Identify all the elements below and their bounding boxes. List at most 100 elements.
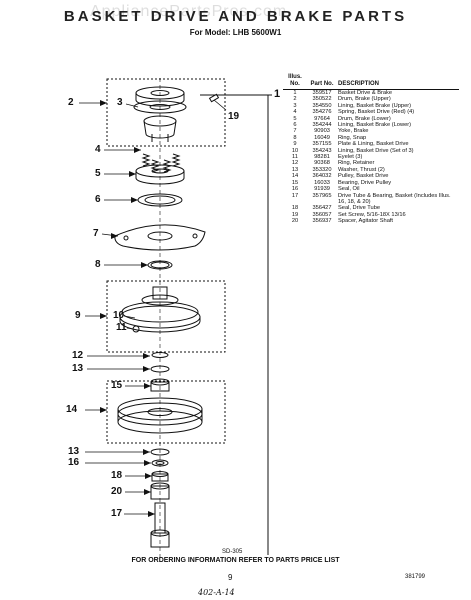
part-description: Spring, Basket Drive (Red) (4) <box>338 109 415 116</box>
illus-no: 4 <box>293 109 297 116</box>
part-description: Ring, Snap <box>338 134 367 141</box>
part-no: 356057 <box>312 211 332 218</box>
table-row: 4 354276 Spring, Basket Drive (Red) (4) <box>283 109 459 115</box>
part-no: 90368 <box>314 160 330 167</box>
illus-no: 2 <box>293 96 297 103</box>
pulley-bearing <box>150 378 170 392</box>
drive-tube <box>150 502 170 548</box>
callout-10: 10 <box>113 310 125 321</box>
header-description: DESCRIPTION <box>337 74 459 90</box>
table-row: 2 350522 Drum, Brake (Upper) <box>283 96 459 102</box>
illus-no: 14 <box>291 173 299 180</box>
part-description: Set Screw, 5/16-18X 13/16 <box>338 211 406 218</box>
part-description: Lining, Basket Brake (Lower) <box>338 122 412 129</box>
part-no: 350522 <box>312 96 332 103</box>
part-description: Lining, Basket Brake (Upper) <box>338 102 412 109</box>
table-row: 12 90368 Ring, Retainer <box>283 160 459 166</box>
illus-no: 9 <box>293 141 297 148</box>
illus-no: 19 <box>291 211 299 218</box>
thrust-washer-lower <box>150 448 170 456</box>
part-no: 356937 <box>312 218 332 225</box>
part-description: Eyelet (3) <box>338 154 363 161</box>
part-description: Ring, Retainer <box>338 160 375 167</box>
illus-no: 17 <box>291 192 299 199</box>
part-no: 353320 <box>312 166 332 173</box>
drive-plate <box>119 286 201 333</box>
callout-18: 18 <box>111 470 123 481</box>
callout-8: 8 <box>95 259 101 270</box>
table-row: 18 356427 Seal, Drive Tube <box>283 205 459 211</box>
part-no: 356427 <box>312 205 332 212</box>
watermark: AppliancePartsPros.com <box>90 3 288 20</box>
parts-table-header: Illus. No. Part No. DESCRIPTION <box>283 74 459 90</box>
page-number: 9 <box>228 573 233 582</box>
drive-tube-seal <box>151 471 169 482</box>
table-row: 19 356057 Set Screw, 5/16-18X 13/16 <box>283 212 459 218</box>
callout-13-lower: 13 <box>68 446 80 457</box>
table-row: 6 354244 Lining, Basket Brake (Lower) <box>283 122 459 128</box>
illus-no: 11 <box>292 154 298 161</box>
ordering-note: FOR ORDERING INFORMATION REFER TO PARTS … <box>131 557 340 564</box>
callout-7: 7 <box>93 228 99 239</box>
callout-6: 6 <box>95 194 101 205</box>
drive-plate-box <box>106 280 226 353</box>
part-description: Spacer, Agitator Shaft <box>338 218 394 225</box>
table-row: 9 357155 Plate & Lining, Basket Drive <box>283 141 459 147</box>
table-row: 11 98281 Eyelet (3) <box>283 154 459 160</box>
illus-no: 12 <box>291 160 299 167</box>
part-no: 354244 <box>312 122 332 129</box>
illus-no: 10 <box>291 147 299 154</box>
illus-no: 7 <box>293 128 297 135</box>
illus-no: 6 <box>293 122 297 129</box>
illus-no: 13 <box>291 166 299 173</box>
part-description: Pulley, Basket Drive <box>338 173 389 180</box>
callout-12: 12 <box>72 350 84 361</box>
oil-seal <box>151 459 169 467</box>
model-subtitle: For Model: LHB 5600W1 <box>189 28 282 37</box>
part-description: Drum, Brake (Lower) <box>338 115 391 122</box>
callout-16: 16 <box>68 457 80 468</box>
lower-brake-drum <box>135 164 185 185</box>
part-description: Drive Tube & Bearing, Basket (Includes I… <box>338 192 451 205</box>
illus-no: 16 <box>291 186 299 193</box>
illus-no: 18 <box>291 205 299 212</box>
callout-2: 2 <box>68 97 74 108</box>
callout-1: 1 <box>274 88 281 100</box>
callout-4: 4 <box>95 144 101 155</box>
illus-no: 1 <box>293 90 297 96</box>
illus-no: 3 <box>293 102 297 109</box>
retainer-ring <box>151 352 169 358</box>
drive-hub <box>143 115 177 142</box>
part-description: Plate & Lining, Basket Drive <box>338 141 409 148</box>
callout-13-upper: 13 <box>72 363 84 374</box>
part-no: 98281 <box>314 154 330 161</box>
part-no: 97664 <box>314 115 330 122</box>
callout-17: 17 <box>111 508 123 519</box>
callout-3: 3 <box>117 97 123 108</box>
part-no: 16033 <box>314 179 330 186</box>
illus-no: 5 <box>293 115 297 122</box>
part-no: 354243 <box>312 147 332 154</box>
part-description: Seal, Drive Tube <box>338 205 381 212</box>
part-no: 357155 <box>312 141 332 148</box>
part-no: 90903 <box>314 128 330 135</box>
illus-no: 8 <box>293 134 297 141</box>
header-illus-no: Illus. No. <box>283 74 307 90</box>
upper-brake-drum <box>135 86 185 107</box>
part-description: Drum, Brake (Upper) <box>338 96 391 103</box>
page-title: BASKET DRIVE AND BRAKE PARTS <box>63 8 408 25</box>
callout-14: 14 <box>66 404 78 415</box>
part-no: 354276 <box>312 109 332 116</box>
callout-19: 19 <box>228 111 240 122</box>
header-part-no: Part No. <box>307 74 337 90</box>
set-screw <box>208 93 220 103</box>
